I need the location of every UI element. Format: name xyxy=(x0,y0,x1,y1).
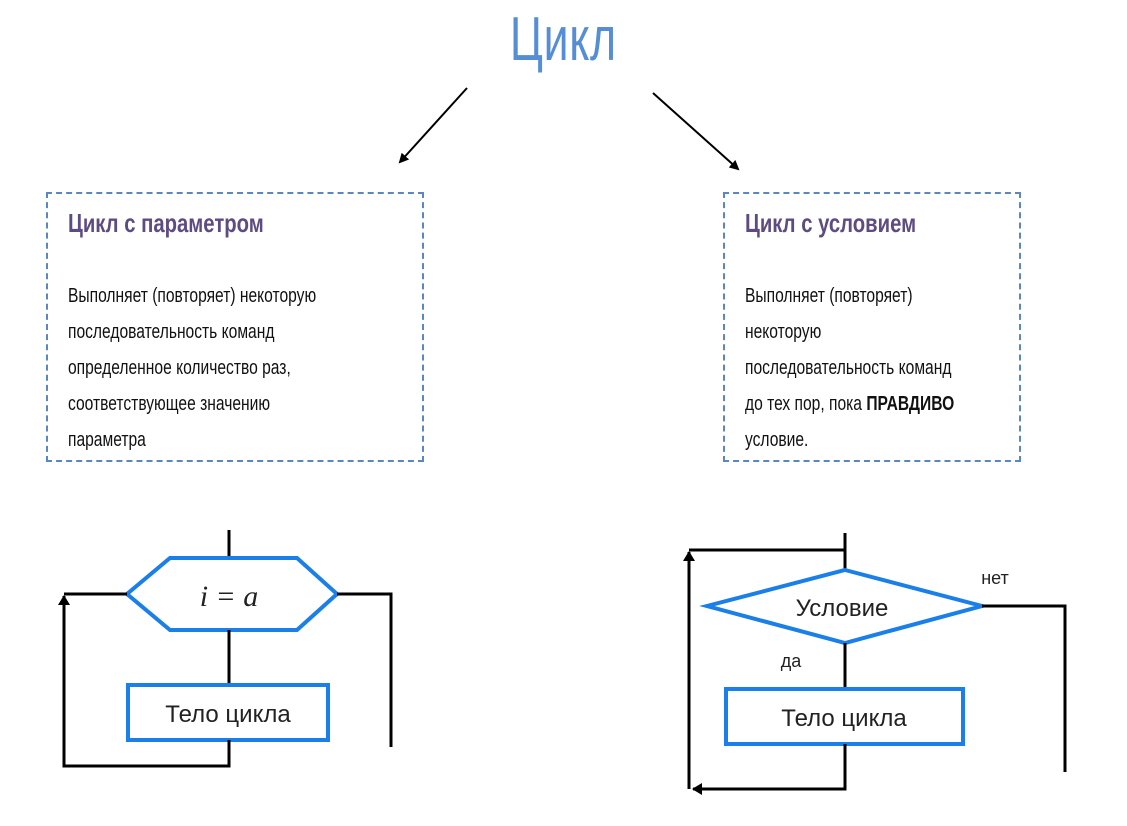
condition-loop-heading: Цикл с условием xyxy=(745,208,917,238)
description-line: Выполняет (повторяет) некоторую xyxy=(68,285,317,307)
description-line: некоторую xyxy=(745,321,822,343)
description-line: последовательность команд xyxy=(745,357,952,379)
loop-body-label: Тело цикла xyxy=(165,701,291,728)
no-label: нет xyxy=(981,568,1009,588)
param-loop-heading: Цикл с параметром xyxy=(68,208,264,238)
description-line: определенное количество раз, xyxy=(68,357,291,379)
emphasis-true: ПРАВДИВО xyxy=(866,393,955,415)
branch-arrows xyxy=(398,87,740,171)
arrow-to-param-loop xyxy=(398,87,468,164)
description-line: до тех пор, пока ПРАВДИВО xyxy=(745,386,954,422)
description-line: соответствующее значению xyxy=(68,393,271,415)
param-loop-description: Выполняет (повторяет) некоторую последов… xyxy=(68,278,316,458)
loop-back-line xyxy=(58,595,231,768)
arrow-to-condition-loop xyxy=(652,92,740,171)
loop-back-line xyxy=(692,744,847,795)
description-line: последовательность команд xyxy=(68,321,275,343)
description-line: Выполняет (повторяет) xyxy=(745,285,913,307)
description-text: до тех пор, пока xyxy=(745,393,867,415)
param-loop-card: Цикл с параметром Выполняет (повторяет) … xyxy=(46,192,424,462)
condition-loop-description: Выполняет (повторяет) некоторую последов… xyxy=(745,278,954,458)
condition-label: Условие xyxy=(796,595,889,622)
hexagon-label: i = a xyxy=(200,580,259,613)
description-line: параметра xyxy=(68,429,146,451)
condition-loop-flowchart: Условие нет да Тело цикла xyxy=(683,533,1067,795)
condition-loop-card: Цикл с условием Выполняет (повторяет) не… xyxy=(723,192,1021,462)
param-loop-flowchart: i = a Тело цикла xyxy=(58,530,393,768)
yes-label: да xyxy=(781,651,803,671)
loop-body-label: Тело цикла xyxy=(781,705,907,732)
exit-line xyxy=(337,592,393,747)
exit-line xyxy=(982,604,1067,772)
description-line: условие. xyxy=(745,429,809,451)
diagram-title: Цикл xyxy=(509,5,617,74)
